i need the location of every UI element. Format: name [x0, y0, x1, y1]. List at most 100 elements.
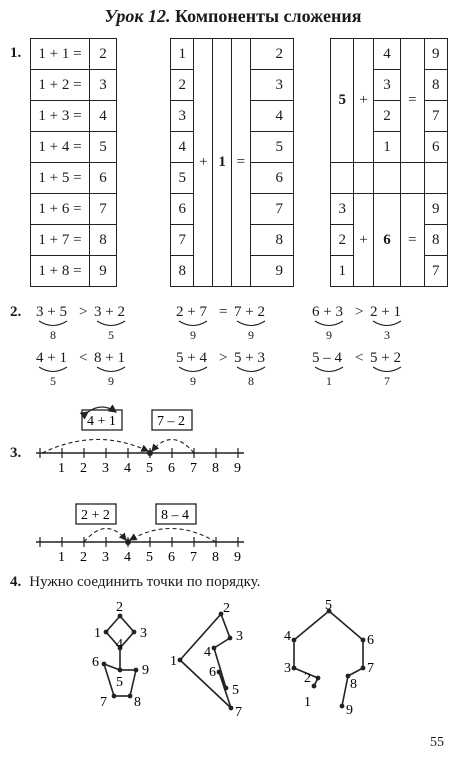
table-row: 1 + 4 =5	[30, 131, 117, 163]
right-cell: 8	[249, 224, 295, 256]
target-point	[147, 450, 153, 456]
table-row: 1+1=2	[169, 38, 295, 287]
tick-label: 9	[234, 550, 241, 565]
dot	[117, 613, 123, 619]
blank-cell	[372, 162, 402, 194]
connect-line	[119, 615, 135, 633]
left-value: 5	[50, 374, 56, 388]
target-point	[125, 539, 131, 545]
dot	[360, 665, 366, 671]
right-cell: 8	[423, 69, 449, 101]
plus-cell: +	[353, 193, 374, 287]
left-cell: 4	[169, 131, 195, 163]
dot	[315, 675, 321, 681]
right-cell: 4	[249, 100, 295, 132]
blank-cell	[423, 162, 449, 194]
left-value: 8	[50, 328, 56, 342]
right-value: 3	[384, 328, 390, 342]
mid-cell: 4	[372, 38, 402, 70]
right-expression: 2 + 1	[370, 304, 401, 320]
expression-cell: 1 + 8 =	[30, 255, 90, 287]
mid-cell: 2	[372, 100, 402, 132]
dot-label: 8	[350, 677, 357, 692]
tick-label: 5	[146, 461, 153, 476]
right-cell: 9	[423, 193, 449, 225]
result-cell: 6	[89, 162, 117, 194]
right-expression: 7 + 2	[234, 304, 265, 320]
expression-cell: 1 + 2 =	[30, 69, 90, 101]
right-expression: 3 + 2	[94, 304, 125, 320]
mid-cell: 3	[372, 69, 402, 101]
dot	[117, 645, 123, 651]
connect-line	[213, 647, 227, 689]
expression-label: 4 + 1	[87, 414, 116, 429]
dot	[103, 629, 109, 635]
left-expression: 5 + 4	[176, 350, 207, 366]
right-cell: 6	[423, 131, 449, 163]
right-cell: 9	[249, 255, 295, 287]
comparison-sign: <	[79, 350, 88, 366]
brace-marks	[178, 366, 266, 373]
right-value: 9	[108, 374, 114, 388]
blank-cell	[329, 162, 355, 194]
dot-label: 3	[140, 626, 147, 641]
dot-label: 5	[325, 598, 332, 613]
dot-label: 4	[116, 637, 123, 652]
right-value: 5	[108, 328, 114, 342]
plus-cell: +	[353, 38, 374, 163]
task4-instruction: Нужно соединить точки по порядку.	[29, 574, 261, 590]
comparison-item: 5 – 4 < 5 + 2 1 7	[312, 350, 432, 390]
comparison-item: 4 + 1 < 8 + 1 5 9	[36, 350, 156, 390]
tick-label: 7	[190, 461, 197, 476]
right-cell: 6	[249, 162, 295, 194]
right-value: 8	[248, 374, 254, 388]
connect-line	[213, 637, 231, 649]
left-expression: 3 + 5	[36, 304, 67, 320]
dot	[228, 705, 234, 711]
connect-line	[341, 675, 349, 707]
left-expression: 2 + 7	[176, 304, 207, 320]
expression-label: 7 – 2	[157, 414, 185, 429]
connect-line	[129, 669, 137, 697]
table-row: 1 + 8 =9	[30, 255, 117, 287]
table-row	[329, 162, 449, 194]
dot-label: 1	[304, 695, 311, 710]
connect-line	[328, 610, 364, 641]
expression-cell: 1 + 1 =	[30, 38, 90, 70]
task3-number: 3.	[10, 445, 22, 461]
left-cell: 2	[169, 69, 195, 101]
right-value: 9	[248, 328, 254, 342]
right-cell: 9	[423, 38, 449, 70]
dot	[111, 693, 117, 699]
expression-label: 8 – 4	[161, 508, 189, 523]
left-cell: 3	[329, 193, 355, 225]
dot-label: 4	[204, 645, 211, 660]
jump-arc	[83, 527, 127, 543]
result-cell: 2	[89, 38, 117, 70]
comparison-item: 5 + 4 > 5 + 3 9 8	[176, 350, 296, 390]
expression-cell: 1 + 3 =	[30, 100, 90, 132]
dot-label: 7	[367, 661, 374, 676]
eq-cell: =	[230, 38, 251, 287]
dot-label: 5	[232, 683, 239, 698]
right-expression: 5 + 2	[370, 350, 401, 366]
left-cell: 6	[169, 193, 195, 225]
dot-label: 7	[100, 695, 107, 710]
right-cell: 8	[423, 224, 449, 256]
result-cell: 4	[89, 100, 117, 132]
left-cell: 5	[169, 162, 195, 194]
comparison-item: 3 + 5 > 3 + 2 8 5	[36, 304, 156, 344]
dot-label: 7	[235, 705, 242, 720]
brace-marks	[314, 320, 402, 327]
table-row: 5+4=9	[329, 38, 449, 163]
left-cell: 3	[169, 100, 195, 132]
connect-line	[220, 613, 231, 639]
right-cell: 7	[423, 255, 449, 287]
